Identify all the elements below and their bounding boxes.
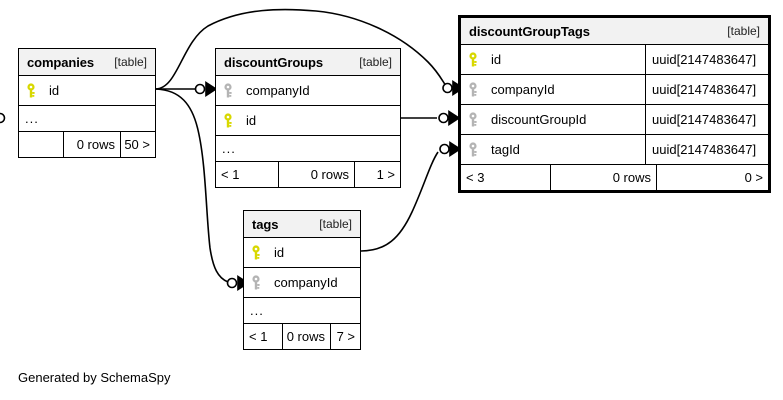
table-discountgrouptags-header: discountGroupTags [table] <box>461 18 768 45</box>
foreign-key-icon <box>252 274 260 289</box>
column-tags-id[interactable]: id <box>244 238 360 268</box>
companies-footer-rows: 0 rows <box>63 132 120 157</box>
primary-key-icon <box>224 112 232 127</box>
primary-key-icon <box>469 51 477 66</box>
column-discountgrouptags-id-label: id <box>491 52 502 67</box>
table-companies-header: companies [table] <box>19 49 155 76</box>
tags-footer: < 1 0 rows 7 > <box>244 324 360 349</box>
column-discountgrouptags-companyid[interactable]: companyId uuid[2147483647] <box>461 75 768 105</box>
discountgroups-footer-right[interactable]: 1 > <box>354 162 400 187</box>
table-discountgrouptags[interactable]: discountGroupTags [table] id uuid[214748… <box>458 15 771 193</box>
discountgrouptags-footer-rows: 0 rows <box>550 165 656 190</box>
table-discountgrouptags-tag: [table] <box>727 24 760 38</box>
table-discountgroups-tag: [table] <box>359 55 392 69</box>
discountgroups-footer: < 1 0 rows 1 > <box>216 162 400 187</box>
column-discountgrouptags-companyid-cell: companyId <box>461 75 645 104</box>
column-tags-id-label: id <box>274 245 285 260</box>
column-discountgrouptags-tagid-cell: tagId <box>461 135 645 164</box>
column-discountgrouptags-id-cell: id <box>461 45 645 74</box>
column-discountgrouptags-discountgroupid-type: uuid[2147483647] <box>645 105 768 134</box>
foreign-key-icon <box>469 111 477 126</box>
tags-more-columns: ... <box>244 298 360 324</box>
column-discountgrouptags-companyid-type: uuid[2147483647] <box>645 75 768 104</box>
column-discountgrouptags-tagid-label: tagId <box>491 142 520 157</box>
companies-footer-right[interactable]: 50 > <box>120 132 155 157</box>
column-discountgrouptags-discountgroupid[interactable]: discountGroupId uuid[2147483647] <box>461 105 768 135</box>
column-tags-id-cell: id <box>244 238 360 267</box>
edge-companies-to-discountgrouptags <box>155 8 447 90</box>
discountgroups-footer-left[interactable]: < 1 <box>221 167 240 182</box>
table-tags-header: tags [table] <box>244 211 360 238</box>
table-tags-name: tags <box>252 216 279 232</box>
discountgrouptags-footer: < 3 0 rows 0 > <box>461 165 768 190</box>
edge-tags-to-discountgrouptags <box>360 151 439 252</box>
column-discountgrouptags-id[interactable]: id uuid[2147483647] <box>461 45 768 75</box>
discountgrouptags-footer-left[interactable]: < 3 <box>466 170 485 185</box>
column-discountgrouptags-discountgroupid-label: discountGroupId <box>491 112 587 127</box>
table-discountgrouptags-name: discountGroupTags <box>469 23 590 39</box>
column-discountgroups-companyid[interactable]: companyId <box>216 76 400 106</box>
column-tags-companyid-cell: companyId <box>244 268 360 297</box>
discountgroups-more-columns: ... <box>216 136 400 162</box>
column-companies-id-cell: id <box>19 76 155 105</box>
table-discountgroups-header: discountGroups [table] <box>216 49 400 76</box>
column-companies-id[interactable]: id <box>19 76 155 106</box>
companies-footer-left <box>19 132 63 157</box>
primary-key-icon <box>27 82 35 97</box>
discountgroups-footer-rows: 0 rows <box>278 162 354 187</box>
tags-footer-left[interactable]: < 1 <box>249 329 268 344</box>
primary-key-icon <box>252 244 260 259</box>
column-discountgrouptags-tagid[interactable]: tagId uuid[2147483647] <box>461 135 768 165</box>
column-discountgroups-id-cell: id <box>216 106 400 135</box>
tags-footer-right[interactable]: 7 > <box>330 324 360 349</box>
column-discountgrouptags-companyid-label: companyId <box>491 82 555 97</box>
column-tags-companyid[interactable]: companyId <box>244 268 360 298</box>
column-tags-companyid-label: companyId <box>274 275 338 290</box>
companies-footer: 0 rows 50 > <box>19 132 155 157</box>
edge-companies-to-tags <box>155 88 229 283</box>
table-tags[interactable]: tags [table] id companyId ... <box>243 210 361 350</box>
diagram-caption: Generated by SchemaSpy <box>18 370 171 385</box>
column-discountgroups-companyid-cell: companyId <box>216 76 400 105</box>
column-discountgrouptags-id-type: uuid[2147483647] <box>645 45 768 74</box>
foreign-key-icon <box>469 81 477 96</box>
column-discountgrouptags-discountgroupid-cell: discountGroupId <box>461 105 645 134</box>
foreign-key-icon <box>224 82 232 97</box>
column-discountgrouptags-tagid-type: uuid[2147483647] <box>645 135 768 164</box>
column-discountgroups-companyid-label: companyId <box>246 83 310 98</box>
tags-footer-rows: 0 rows <box>282 324 330 349</box>
discountgrouptags-footer-right[interactable]: 0 > <box>656 165 768 190</box>
companies-more-columns: ... <box>19 106 155 132</box>
table-companies-tag: [table] <box>114 55 147 69</box>
table-discountgroups-name: discountGroups <box>224 54 323 70</box>
table-tags-tag: [table] <box>319 217 352 231</box>
table-companies[interactable]: companies [table] id ... 0 rows 50 > <box>18 48 156 158</box>
table-discountgroups[interactable]: discountGroups [table] companyId id <box>215 48 401 188</box>
column-discountgroups-id[interactable]: id <box>216 106 400 136</box>
column-companies-id-label: id <box>49 83 60 98</box>
foreign-key-icon <box>469 141 477 156</box>
column-discountgroups-id-label: id <box>246 113 257 128</box>
table-companies-name: companies <box>27 54 95 70</box>
